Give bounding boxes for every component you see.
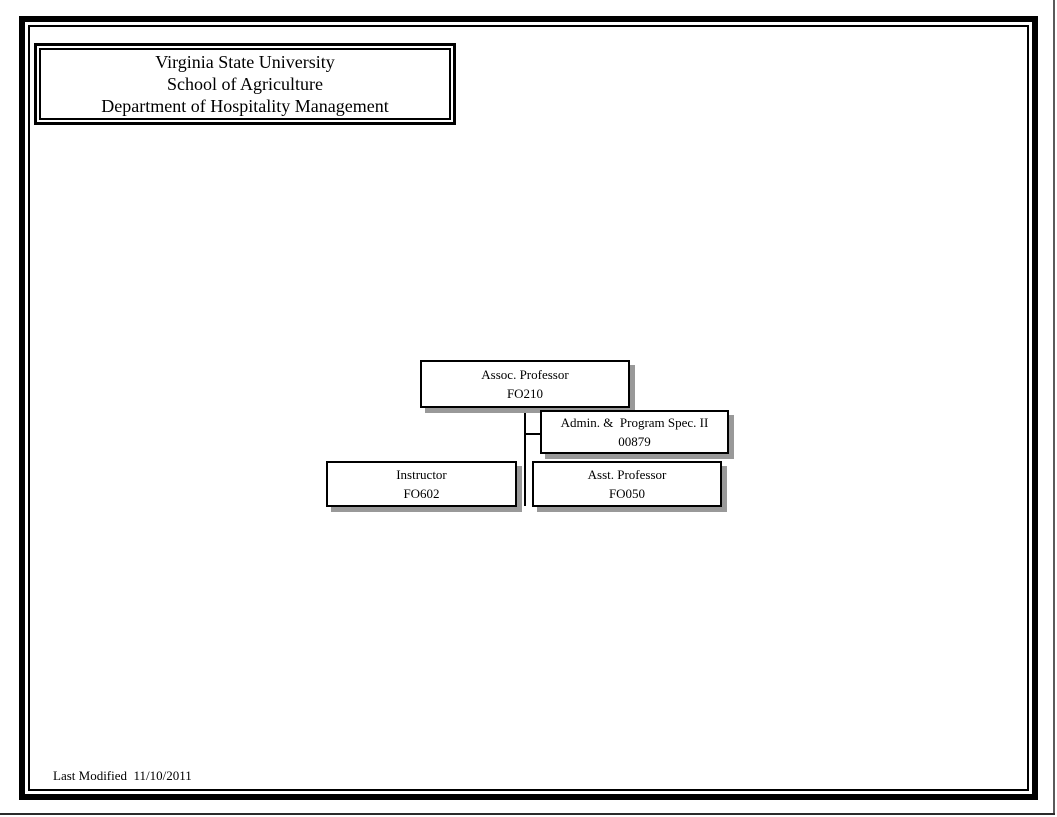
- page-edge-right-line: [1053, 0, 1055, 815]
- org-node-code: FO602: [403, 486, 440, 501]
- connector-vertical-line: [524, 408, 526, 506]
- page-edge-bottom-line: [0, 813, 1055, 815]
- department-title-box: Virginia State University School of Agri…: [34, 43, 456, 125]
- org-node-code: 00879: [618, 434, 651, 449]
- title-line-university: Virginia State University: [155, 52, 335, 72]
- last-modified-label: Last Modified 11/10/2011: [53, 768, 192, 783]
- org-node-code: FO050: [608, 486, 646, 501]
- org-node-title: Asst. Professor: [587, 467, 667, 482]
- org-node-title: Instructor: [396, 467, 447, 482]
- page-frame-inner: [28, 25, 1029, 791]
- title-line-school: School of Agriculture: [167, 74, 323, 94]
- org-node-assoc-professor: Assoc. Professor FO210: [420, 360, 630, 408]
- title-line-department: Department of Hospitality Management: [101, 96, 389, 116]
- org-node-instructor: Instructor FO602: [326, 461, 517, 507]
- page-frame-outer: [19, 16, 1038, 800]
- org-node-title: Assoc. Professor: [481, 367, 569, 382]
- org-node-code: FO210: [506, 386, 544, 401]
- org-node-admin-program-specialist: Admin. & Program Spec. II 00879: [540, 410, 729, 454]
- department-title-box-inner: Virginia State University School of Agri…: [39, 48, 451, 120]
- connector-horizontal-tick: [524, 433, 540, 435]
- org-node-title: Admin. & Program Spec. II: [560, 415, 709, 430]
- org-node-asst-professor: Asst. Professor FO050: [532, 461, 722, 507]
